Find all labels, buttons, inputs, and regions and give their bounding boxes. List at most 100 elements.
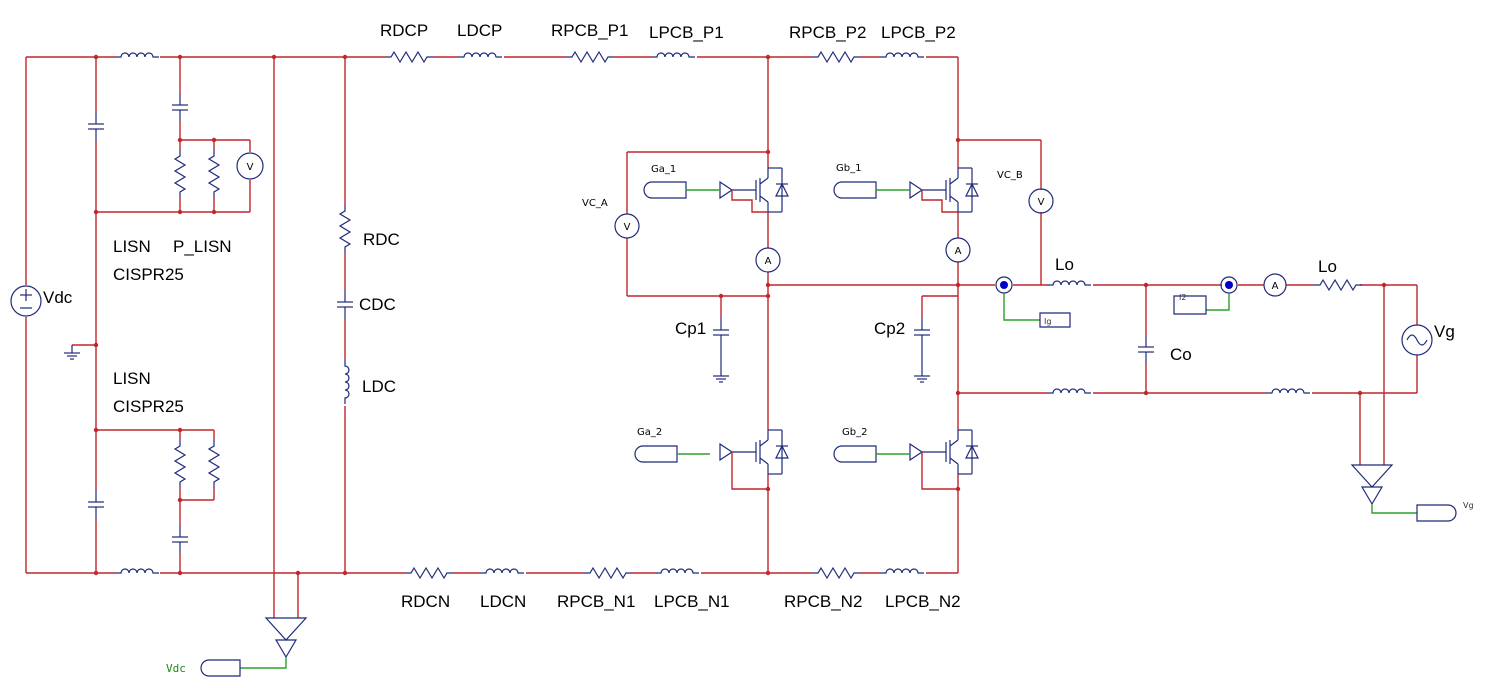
rpcb-p2-resistor-icon [811, 51, 861, 63]
ldcn-inductor-icon [479, 568, 525, 574]
igbt-a2-icon [719, 429, 789, 475]
svg-text:V: V [247, 162, 254, 173]
label-lisn-bottom: LISN [113, 369, 151, 388]
label-vg: Vg [1434, 322, 1455, 341]
label-rpcb-p1: RPCB_P1 [551, 21, 628, 40]
label-ldcn: LDCN [480, 592, 526, 611]
lisn-bottom-resistor-1-icon [174, 439, 186, 489]
ground-icon [63, 344, 81, 360]
rpcb-p1-resistor-icon [565, 51, 615, 63]
ldcp-inductor-icon [457, 52, 503, 58]
rdc-resistor-icon [339, 204, 351, 254]
lisn-top-inductor-icon [114, 52, 160, 58]
label-i2-probe: I2 [1179, 293, 1186, 302]
ldc-inductor-icon [344, 359, 350, 405]
lisn-bottom-capacitor-icon [87, 489, 105, 520]
label-lisn-top: LISN [113, 237, 151, 256]
return-inductor-1-icon [1046, 388, 1092, 394]
co-capacitor-icon [1137, 334, 1155, 365]
label-lpcb-p2: LPCB_P2 [881, 23, 956, 42]
rpcb-n2-resistor-icon [811, 567, 861, 579]
vg-voltage-probe-icon [1350, 464, 1457, 522]
lisn-top-resistor-1-icon [174, 149, 186, 199]
vdc-voltage-probe-icon [200, 617, 308, 677]
label-cdc: CDC [359, 295, 396, 314]
component-labels: RDCP LDCP RPCB_P1 LPCB_P1 RPCB_P2 LPCB_P… [43, 21, 1474, 675]
svg-text:A: A [955, 246, 962, 257]
vg-ac-source-icon [1401, 324, 1433, 356]
cp2-ground-icon [913, 367, 931, 383]
rdcp-resistor-icon [384, 51, 434, 63]
svg-text:V: V [624, 222, 631, 233]
leg-a-ammeter-icon: A [755, 247, 781, 273]
label-rpcb-n2: RPCB_N2 [784, 592, 862, 611]
label-rpcb-p2: RPCB_P2 [789, 23, 866, 42]
label-vg-probe: Vg [1463, 501, 1474, 510]
leg-b-ammeter-icon: A [945, 237, 971, 263]
label-ldc: LDC [362, 377, 396, 396]
lo1-inductor-icon [1046, 280, 1092, 286]
lo2-inductor-icon [1313, 279, 1363, 291]
rpcb-n1-resistor-icon [583, 567, 633, 579]
lpcb-n2-inductor-icon [879, 568, 925, 574]
label-gb1: Gb_1 [836, 163, 861, 174]
cp1-ground-icon [712, 367, 730, 383]
wires [25, 56, 1418, 618]
igbt-a1-icon [719, 167, 789, 213]
vc-b-voltmeter-icon: V [1028, 188, 1054, 214]
lisn-bottom-inductor-icon [114, 568, 160, 574]
ig-current-probe-icon [995, 276, 1071, 328]
label-lo-2: Lo [1318, 257, 1337, 276]
gate-gb1-box [833, 181, 910, 199]
label-rdcn: RDCN [401, 592, 450, 611]
vdc-source-icon [10, 285, 42, 317]
label-cispr-bottom: CISPR25 [113, 397, 184, 416]
cdc-capacitor-icon [336, 289, 354, 320]
output-ammeter-icon: A [1263, 273, 1287, 297]
lpcb-n1-inductor-icon [654, 568, 700, 574]
label-lpcb-n1: LPCB_N1 [654, 592, 730, 611]
gate-ga1-box [643, 181, 720, 199]
lisn-voltmeter-icon: V [236, 152, 264, 180]
label-cp1: Cp1 [675, 319, 706, 338]
igbt-b1-icon [909, 167, 979, 213]
label-lo-1: Lo [1055, 255, 1074, 274]
label-ga2: Ga_2 [637, 427, 662, 438]
label-p-lisn: P_LISN [173, 237, 232, 256]
label-vdc: Vdc [43, 288, 73, 307]
label-ig-probe: Ig [1044, 317, 1051, 326]
vc-a-voltmeter-icon: V [614, 213, 640, 239]
label-ga1: Ga_1 [651, 164, 676, 175]
label-lpcb-n2: LPCB_N2 [885, 592, 961, 611]
cp1-capacitor-icon [712, 317, 730, 348]
i2-current-probe-icon [1173, 276, 1238, 315]
label-rdc: RDC [363, 230, 400, 249]
label-ldcp: LDCP [457, 21, 502, 40]
lpcb-p2-inductor-icon [879, 52, 925, 58]
svg-text:A: A [1272, 281, 1279, 292]
label-rpcb-n1: RPCB_N1 [557, 592, 635, 611]
lisn-bottom-series-capacitor-icon [171, 524, 189, 555]
cp2-capacitor-icon [913, 317, 931, 348]
gate-ga2-box [634, 445, 710, 463]
svg-text:V: V [1038, 197, 1045, 208]
label-vdc-probe: Vdc [166, 662, 186, 675]
label-co: Co [1170, 345, 1192, 364]
lisn-bottom-resistor-2-icon [208, 439, 220, 489]
junction-dots [93, 54, 1387, 576]
lpcb-p1-inductor-icon [650, 52, 696, 58]
return-inductor-2-icon [1265, 388, 1311, 394]
label-cispr-top: CISPR25 [113, 265, 184, 284]
rdcn-resistor-icon [404, 567, 454, 579]
lisn-top-series-capacitor-icon [171, 92, 189, 123]
label-gb2: Gb_2 [842, 427, 867, 438]
label-lpcb-p1: LPCB_P1 [649, 23, 724, 42]
igbt-b2-icon [909, 429, 979, 475]
lisn-top-capacitor-icon [87, 111, 105, 142]
svg-text:A: A [765, 256, 772, 267]
gate-gb2-box [833, 445, 910, 463]
label-rdcp: RDCP [380, 21, 428, 40]
label-vc-a: VC_A [582, 198, 608, 209]
label-vc-b: VC_B [997, 170, 1023, 181]
